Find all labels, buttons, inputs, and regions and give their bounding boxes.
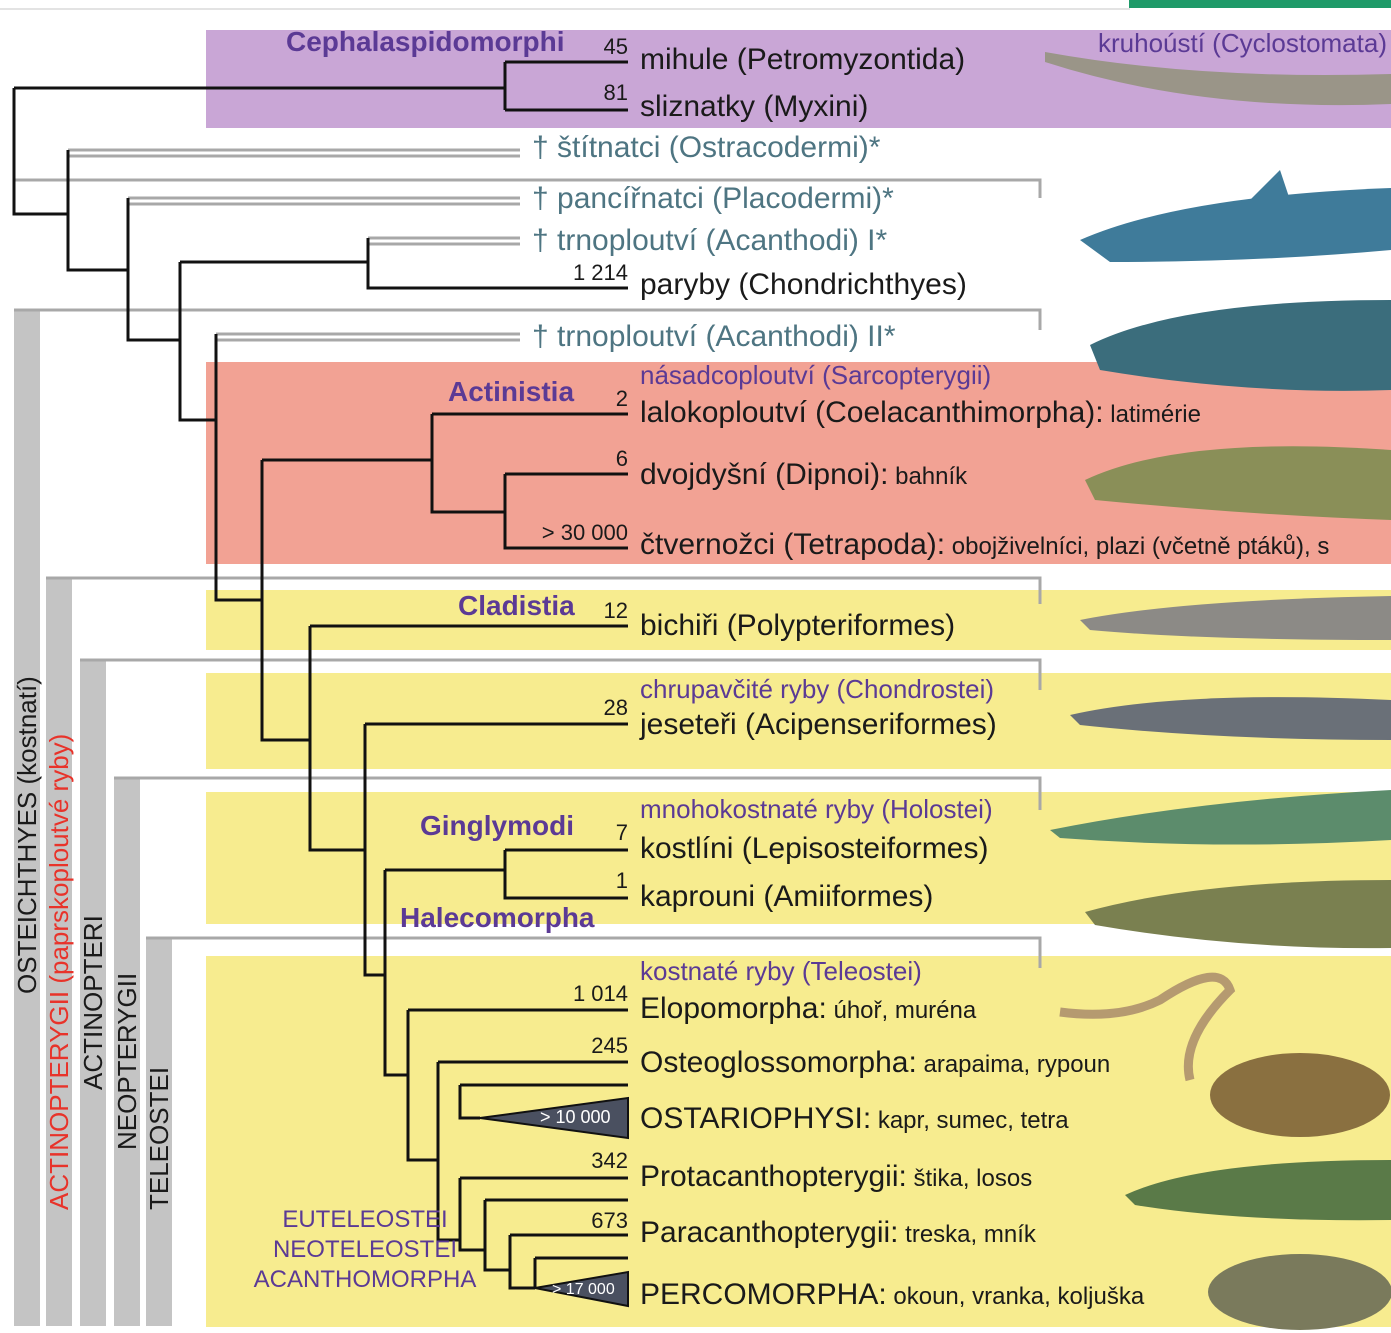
count-mihule: 45 [604, 36, 628, 58]
fish-illustrations [1045, 52, 1391, 1330]
lungfish-icon [1085, 446, 1391, 520]
count-tetrapoda: > 30 000 [542, 522, 628, 544]
count-polypteriformes: 12 [604, 600, 628, 622]
count-lepisosteiformes: 7 [616, 822, 628, 844]
taxon-elopomorpha-examples: úhoř, muréna [827, 997, 976, 1024]
label-euteleostei: EUTELEOSTEI [230, 1205, 500, 1235]
taxon-osteoglossomorpha: Osteoglossomorpha: arapaima, rypoun [640, 1048, 1110, 1078]
taxon-protacanthopterygii: Protacanthopterygii: štika, losos [640, 1162, 1032, 1192]
count-acipenseriformes: 28 [604, 697, 628, 719]
sturgeon-icon [1070, 697, 1391, 740]
count-amiiformes: 1 [616, 870, 628, 892]
taxon-paracanthopterygii: Paracanthopterygii: treska, mník [640, 1218, 1036, 1248]
taxon-osteoglossomorpha-name: Osteoglossomorpha: [640, 1046, 917, 1079]
count-elopomorpha: 1 014 [573, 983, 628, 1005]
taxon-sliznatky: sliznatky (Myxini) [640, 92, 868, 122]
taxon-mihule: mihule (Petromyzontida) [640, 45, 965, 75]
taxon-ostracodermi: † štítnatci (Ostracodermi)* [532, 133, 880, 163]
euteleostei-labels: EUTELEOSTEI NEOTELEOSTEI ACANTHOMORPHA [230, 1205, 500, 1295]
label-osteichthyes: OSTEICHTHYES (kostnatí) [14, 676, 40, 994]
taxon-ostariophysi-examples: kapr, sumec, tetra [871, 1107, 1068, 1134]
taxon-polypteriformes: bichiři (Polypteriformes) [640, 611, 955, 641]
taxon-percomorpha-examples: okoun, vranka, koljuška [887, 1283, 1144, 1310]
count-paracanthopterygii: 673 [591, 1210, 628, 1232]
count-sliznatky: 81 [604, 82, 628, 104]
label-actinopterygii: ACTINOPTERYGII (paprskoploutvé ryby) [46, 734, 72, 1210]
bowfin-icon [1085, 880, 1391, 948]
group-actinistia: Actinistia [448, 378, 574, 406]
group-cephalaspidomorphi: Cephalaspidomorphi [286, 28, 564, 56]
taxon-protacanthopterygii-examples: štika, losos [907, 1165, 1032, 1192]
count-coelacanth: 2 [616, 388, 628, 410]
taxon-ostariophysi-name: OSTARIOPHYSI: [640, 1102, 871, 1135]
label-acanthomorpha: ACANTHOMORPHA [230, 1265, 500, 1295]
taxon-paracanthopterygii-examples: treska, mník [899, 1221, 1036, 1248]
gar-icon [1050, 790, 1391, 845]
taxon-elopomorpha-name: Elopomorpha: [640, 992, 827, 1025]
lamprey-icon [1045, 52, 1391, 105]
clade-cyclostomata: kruhoústí (Cyclostomata) [1098, 30, 1387, 56]
label-neopterygii: NEOPTERYGII [114, 973, 140, 1150]
taxon-acanthodi-2: † trnoploutví (Acanthodi) II* [532, 322, 896, 352]
taxon-paracanthopterygii-name: Paracanthopterygii: [640, 1216, 899, 1249]
taxon-tetrapoda: čtvernožci (Tetrapoda): obojživelníci, p… [640, 530, 1329, 560]
coelacanth-icon [1090, 300, 1391, 391]
group-halecomorpha: Halecomorpha [400, 904, 595, 932]
label-actinopteri: ACTINOPTERI [80, 915, 106, 1090]
carp-icon [1210, 1053, 1390, 1137]
taxon-lepisosteiformes: kostlíni (Lepisosteiformes) [640, 834, 988, 864]
taxon-acipenseriformes: jeseteři (Acipenseriformes) [640, 710, 997, 740]
count-chondrichthyes: 1 214 [573, 262, 628, 284]
count-protacanthopterygii: 342 [591, 1150, 628, 1172]
taxon-osteoglossomorpha-examples: arapaima, rypoun [917, 1051, 1110, 1078]
group-ginglymodi: Ginglymodi [420, 812, 574, 840]
clade-chondrostei: chrupavčité ryby (Chondrostei) [640, 676, 994, 702]
perch-icon [1208, 1254, 1391, 1330]
taxon-dipnoi: dvojdyšní (Dipnoi): bahník [640, 460, 967, 490]
taxon-percomorpha: PERCOMORPHA: okoun, vranka, koljuška [640, 1280, 1144, 1310]
taxon-elopomorpha: Elopomorpha: úhoř, muréna [640, 994, 976, 1024]
taxon-coelacanthimorpha-name: lalokoploutví (Coelacanthimorpha): [640, 396, 1104, 429]
taxon-percomorpha-name: PERCOMORPHA: [640, 1278, 887, 1311]
count-percomorpha: > 17 000 [552, 1282, 615, 1298]
taxon-protacanthopterygii-name: Protacanthopterygii: [640, 1160, 907, 1193]
taxon-tetrapoda-name: čtvernožci (Tetrapoda): [640, 528, 945, 561]
taxon-acanthodi-1: † trnoploutví (Acanthodi) I* [532, 226, 887, 256]
taxon-chondrichthyes: paryby (Chondrichthyes) [640, 270, 967, 300]
count-ostariophysi: > 10 000 [540, 1108, 611, 1126]
group-cladistia: Cladistia [458, 592, 575, 620]
taxon-coelacanthimorpha: lalokoploutví (Coelacanthimorpha): latim… [640, 398, 1201, 428]
label-neoteleostei: NEOTELEOSTEI [230, 1235, 500, 1265]
clade-teleostei: kostnaté ryby (Teleostei) [640, 958, 922, 984]
taxon-dipnoi-name: dvojdyšní (Dipnoi): [640, 458, 888, 491]
taxon-ostariophysi: OSTARIOPHYSI: kapr, sumec, tetra [640, 1104, 1069, 1134]
label-teleostei: TELEOSTEI [146, 1067, 172, 1210]
clade-holostei: mnohokostnaté ryby (Holostei) [640, 796, 993, 822]
taxon-amiiformes: kaprouni (Amiiformes) [640, 882, 933, 912]
pike-icon [1125, 1160, 1391, 1220]
bichir-icon [1080, 596, 1391, 640]
count-dipnoi: 6 [616, 448, 628, 470]
taxon-coelacanthimorpha-examples: latimérie [1104, 401, 1201, 428]
clade-sarcopterygii: násadcoploutví (Sarcopterygii) [640, 362, 991, 388]
count-osteoglossomorpha: 245 [591, 1035, 628, 1057]
shark-icon [1080, 170, 1391, 262]
taxon-tetrapoda-examples: obojživelníci, plazi (včetně ptáků), s [945, 533, 1329, 560]
taxon-placodermi: † pancířnatci (Placodermi)* [532, 184, 894, 214]
taxon-dipnoi-examples: bahník [888, 463, 967, 490]
